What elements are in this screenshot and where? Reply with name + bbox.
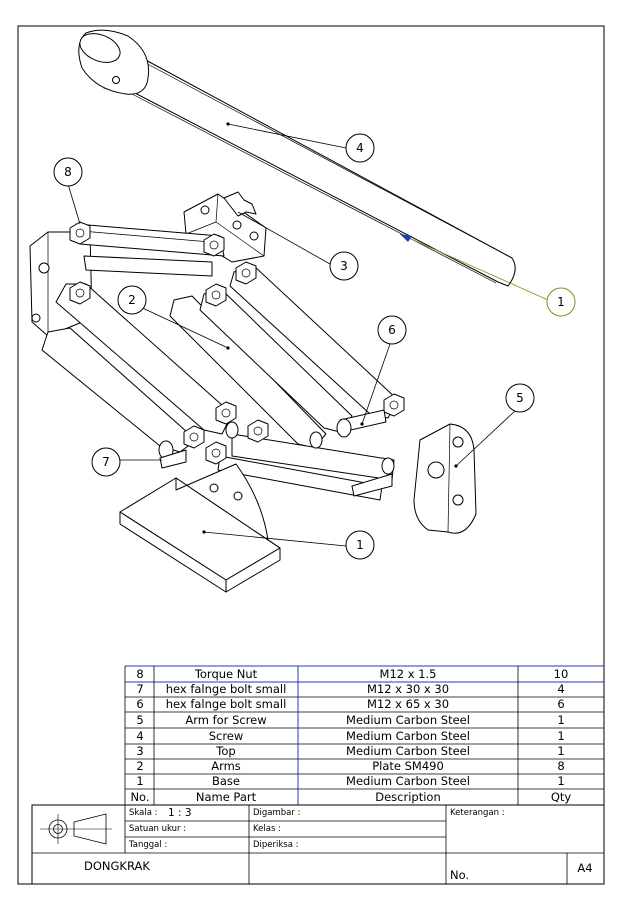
callout-3[interactable]: 3	[329, 251, 359, 281]
part-screw[interactable]	[76, 28, 516, 287]
flange-bolt	[158, 440, 187, 469]
callout-7[interactable]: 7	[91, 447, 121, 477]
bom-qty: 1	[557, 744, 564, 758]
part-arms[interactable]	[41, 223, 399, 501]
skala-label: Skala :	[129, 808, 158, 818]
torque-nut	[205, 283, 227, 307]
bom-name: Arms	[211, 759, 241, 773]
bom-no: 5	[136, 713, 143, 727]
bom-row: 4 Screw Medium Carbon Steel 1	[136, 729, 564, 743]
digambar-label: Digambar :	[253, 808, 300, 818]
bom-name: hex falnge bolt small	[166, 682, 287, 696]
callout-5[interactable]: 5	[505, 383, 535, 413]
svg-text:1: 1	[356, 538, 364, 552]
bom-row: 7 hex falnge bolt small M12 x 30 x 30 4	[136, 682, 564, 696]
flange-bolt	[225, 421, 323, 449]
bom-no: 1	[136, 774, 143, 788]
bom-no: 6	[136, 697, 143, 711]
callout-2[interactable]: 2	[117, 285, 147, 315]
svg-text:4: 4	[356, 141, 364, 155]
bom-description: Medium Carbon Steel	[346, 713, 470, 727]
bom-header-qty: Qty	[551, 790, 572, 804]
callout-8[interactable]: 8	[53, 157, 83, 187]
svg-text:1: 1	[557, 295, 565, 309]
bom-row: 6 hex falnge bolt small M12 x 65 x 30 6	[136, 697, 564, 711]
bom-no: 7	[136, 682, 143, 696]
bom-row: 8 Torque Nut M12 x 1.5 10	[136, 667, 568, 681]
part-base[interactable]	[119, 463, 281, 593]
bom-description: Medium Carbon Steel	[346, 774, 470, 788]
bom-description: Medium Carbon Steel	[346, 744, 470, 758]
bom-row: 5 Arm for Screw Medium Carbon Steel 1	[136, 713, 564, 727]
flange-bolt	[351, 457, 395, 497]
bom-qty: 6	[557, 697, 564, 711]
bom-no: 3	[136, 744, 143, 758]
kelas-label: Kelas :	[253, 824, 281, 834]
bom-row: 3 Top Medium Carbon Steel 1	[136, 744, 564, 758]
bom-row: 1 Base Medium Carbon Steel 1	[136, 774, 564, 788]
bom-description: Medium Carbon Steel	[346, 729, 470, 743]
svg-text:3: 3	[340, 259, 348, 273]
torque-nut	[69, 281, 91, 305]
callout-leaders	[67, 122, 549, 547]
torque-nut	[235, 261, 257, 285]
bom-name: Torque Nut	[194, 667, 258, 681]
svg-text:2: 2	[128, 293, 136, 307]
satuan-ukur-label: Satuan ukur :	[129, 824, 186, 834]
callout-6[interactable]: 6	[377, 315, 407, 345]
bom-description: M12 x 1.5	[380, 667, 437, 681]
bom-qty: 10	[554, 667, 569, 681]
torque-nut	[247, 419, 269, 443]
bom-qty: 1	[557, 713, 564, 727]
callout-4[interactable]: 4	[345, 133, 375, 163]
svg-text:6: 6	[388, 323, 396, 337]
bom-name: Top	[215, 744, 235, 758]
torque-nut	[69, 221, 91, 245]
bom-no: 4	[136, 729, 143, 743]
bom-no: 2	[136, 759, 143, 773]
part-arm-for-screw[interactable]	[413, 423, 477, 534]
tanggal-label: Tanggal :	[128, 840, 167, 850]
torque-nut	[215, 401, 237, 425]
torque-nut	[203, 233, 225, 257]
skala-value: 1 : 3	[168, 807, 192, 819]
projection-symbol-icon	[40, 813, 112, 845]
svg-text:7: 7	[102, 455, 110, 469]
project-title: DONGKRAK	[84, 859, 150, 873]
bom-name: Base	[212, 774, 240, 788]
bom-qty: 8	[557, 759, 564, 773]
bom-no: 8	[136, 667, 143, 681]
torque-nut	[183, 425, 205, 449]
sheet-size: A4	[577, 861, 592, 875]
bom-name: Arm for Screw	[185, 713, 266, 727]
bom-header-name: Name Part	[196, 790, 257, 804]
svg-text:8: 8	[64, 165, 72, 179]
bom-qty: 1	[557, 729, 564, 743]
bom-description: M12 x 65 x 30	[367, 697, 449, 711]
bom-description: M12 x 30 x 30	[367, 682, 449, 696]
bom-row: 2 Arms Plate SM490 8	[136, 759, 564, 773]
bom-header: No. Name Part Description Qty	[130, 790, 571, 804]
bom-header-no: No.	[130, 790, 149, 804]
torque-nut	[205, 441, 227, 465]
bom-name: hex falnge bolt small	[166, 697, 287, 711]
svg-text:5: 5	[516, 391, 524, 405]
bom-qty: 4	[557, 682, 564, 696]
drawing-number-label: No.	[450, 868, 469, 882]
diperiksa-label: Diperiksa :	[253, 840, 299, 850]
callout-1-bottom[interactable]: 1	[345, 530, 375, 560]
bom-name: Screw	[209, 729, 244, 743]
bom-header-description: Description	[375, 790, 441, 804]
title-block	[31, 804, 605, 885]
keterangan-label: Keterangan :	[450, 808, 505, 818]
part-fasteners[interactable]	[69, 221, 405, 497]
bom-qty: 1	[557, 774, 564, 788]
bom-description: Plate SM490	[372, 759, 444, 773]
callout-1-top[interactable]: 1	[546, 287, 576, 317]
